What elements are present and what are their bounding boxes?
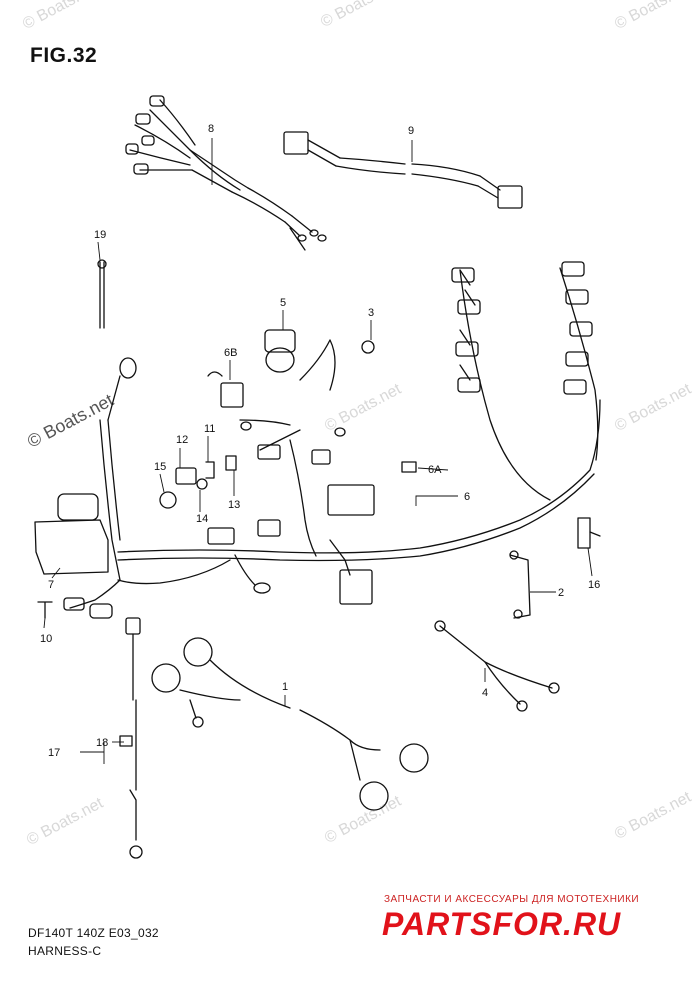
figure-title: FIG.32 — [30, 44, 98, 67]
fuse-6a-drawing — [401, 461, 417, 473]
callout-labels: 1 2 3 4 5 6 6A 6B 7 8 9 10 11 12 13 14 1… — [40, 123, 600, 759]
callout-6: 6 — [464, 491, 470, 503]
left-harness-branch-drawing — [63, 357, 281, 619]
cable-tie-19-drawing — [97, 259, 107, 329]
callout-19: 19 — [94, 229, 106, 241]
clamp-16-drawing — [577, 517, 601, 549]
nut-3-drawing — [361, 340, 375, 354]
callout-2: 2 — [558, 587, 564, 599]
harness-8-drawing — [125, 95, 327, 251]
callout-7: 7 — [48, 579, 54, 591]
small-parts-drawing — [159, 455, 237, 509]
callout-14: 14 — [196, 513, 208, 525]
relay-6b-drawing — [207, 371, 244, 408]
model-code: DF140T 140Z E03_032 — [28, 926, 159, 940]
battery-cable-17-drawing — [119, 617, 143, 859]
callout-5: 5 — [280, 297, 286, 309]
main-harness-6-drawing — [117, 261, 601, 605]
brand-tagline: ЗАПЧАСТИ И АКСЕССУАРЫ ДЛЯ МОТОТЕХНИКИ — [384, 894, 640, 905]
callout-12: 12 — [176, 434, 188, 446]
callout-8: 8 — [208, 123, 214, 135]
grommet-5-drawing — [264, 329, 296, 373]
callout-17: 17 — [48, 747, 60, 759]
bracket-7-drawing — [34, 493, 109, 575]
callout-6a: 6A — [428, 464, 442, 476]
diagram-name: HARNESS-C — [28, 944, 102, 958]
callout-13: 13 — [228, 499, 240, 511]
callout-15: 15 — [154, 461, 166, 473]
callout-16: 16 — [588, 579, 600, 591]
callout-6b: 6B — [224, 347, 237, 359]
brand-logo: PARTSFOR.RU — [382, 906, 622, 942]
strap-2-drawing — [509, 550, 531, 619]
callout-1: 1 — [282, 681, 288, 693]
harness-1-drawing — [151, 637, 429, 811]
callout-3: 3 — [368, 307, 374, 319]
callout-11: 11 — [204, 423, 215, 435]
screw-10-drawing — [37, 601, 53, 619]
leader-lines — [43, 138, 593, 764]
harness-9-drawing — [283, 131, 523, 209]
callout-9: 9 — [408, 125, 414, 137]
callout-18: 18 — [96, 737, 108, 749]
callout-10: 10 — [40, 633, 52, 645]
callout-4: 4 — [482, 687, 488, 699]
ground-lead-4-drawing — [434, 620, 560, 712]
